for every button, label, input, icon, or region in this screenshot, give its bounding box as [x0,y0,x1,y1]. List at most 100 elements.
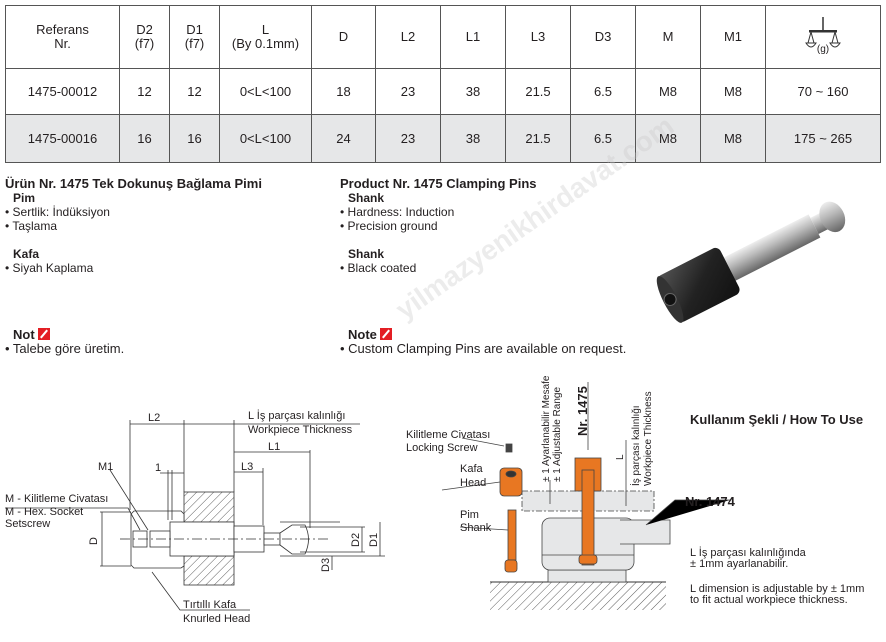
list-item: • Sertlik: İndüksiyon [5,205,110,219]
cell: 16 [119,114,170,163]
label-d2: D2 [350,533,362,547]
cell: 16 [169,114,220,163]
list-item: • Precision ground [340,219,438,233]
cell: 23 [375,68,441,115]
header-d2: D2(f7) [119,5,170,69]
cell: 175 ~ 265 [765,114,881,163]
list-item: • Siyah Kaplama [5,261,94,275]
label-one: 1 [155,462,161,474]
header-text: Referans [36,22,89,37]
header-d: D [311,5,376,69]
header-l3: L3 [505,5,571,69]
label-nr1475: Nr. 1475 [575,386,590,436]
header-d1: D1(f7) [169,5,220,69]
note-en: Note • Custom Clamping Pins are availabl… [340,328,626,356]
cell: 70 ~ 160 [765,68,881,115]
header-l2: L2 [375,5,441,69]
header-m: M [635,5,701,69]
note-heading: Not [13,327,35,342]
label-d1: D1 [368,533,380,547]
scale-icon: (g) [805,16,841,55]
list-item: • Taşlama [5,219,58,233]
cell: 38 [440,114,506,163]
cell: M8 [635,68,701,115]
pencil-icon [379,328,392,340]
pencil-icon [37,328,50,340]
cell: 1475-00016 [5,114,120,163]
product-photo [656,201,846,323]
header-text: (By 0.1mm) [231,36,300,51]
desc-en-2: to fit actual workpiece thickness. [690,594,848,606]
description-en: Product Nr. 1475 Clamping Pins Shank • H… [340,176,660,276]
label-l1: L1 [268,441,280,453]
label-lock-tr: Kilitleme Civatası [406,429,490,441]
section-heading: Kafa [13,247,40,261]
cell: 23 [375,114,441,163]
label-head-en: Head [460,477,486,489]
cell: 12 [119,68,170,115]
header-text: L [261,22,270,37]
label-wt-tr: İş parçası kalınlığı [629,405,642,486]
list-item: • Black coated [340,261,417,275]
label-m-en: M - Hex. Socket [5,506,83,518]
header-text: D2 [136,22,153,37]
label-lock-en: Locking Screw [406,442,478,454]
note-text: • Custom Clamping Pins are available on … [340,341,627,356]
label-m-tr: M - Kilitleme Civatası [5,493,108,505]
label-wt-en: Workpiece Thickness [643,391,654,486]
note-heading: Note [348,327,377,342]
label-head-tr: Kafa [460,463,484,475]
cell: 0<L<100 [219,68,312,115]
label-l-en: Workpiece Thickness [248,424,353,436]
desc-tr-2: ± 1mm ayarlanabilir. [690,558,788,570]
label-head-tr: Tırtıllı Kafa [183,599,237,611]
dimension-drawing: L2 L İş parçası kalınlığı Workpiece Thic… [5,409,385,625]
label-l3: L3 [241,461,253,473]
label-l: L [615,454,626,460]
list-item: • Hardness: Induction [340,205,455,219]
header-text: (f7) [184,36,205,51]
label-m1: M1 [98,461,113,473]
how-to-use-title: Kullanım Şekli / How To Use [690,412,863,427]
cell: 38 [440,68,506,115]
label-pin-tr: Pim [460,509,479,521]
cell: 0<L<100 [219,114,312,163]
how-to-use-drawing: Kilitleme Civatası Locking Screw Kafa He… [406,375,864,610]
header-text: Nr. [54,36,71,51]
header-weight: (g) [765,5,881,69]
note-text: • Talebe göre üretim. [5,341,125,356]
header-text: (f7) [134,36,155,51]
cell: 24 [311,114,376,163]
cell: M8 [700,68,766,115]
cell: 12 [169,68,220,115]
cell: 21.5 [505,114,571,163]
cell: M8 [700,114,766,163]
cell: 6.5 [570,114,636,163]
header-m1: M1 [700,5,766,69]
header-text: D1 [186,22,203,37]
label-m-en2: Setscrew [5,518,50,530]
product-title-en: Product Nr. 1475 Clamping Pins [340,176,537,191]
section-heading: Pim [13,191,36,205]
label-head-en: Knurled Head [183,613,250,625]
cell: 1475-00012 [5,68,120,115]
cell: 21.5 [505,68,571,115]
header-d3: D3 [570,5,636,69]
product-title-tr: Ürün Nr. 1475 Tek Dokunuş Bağlama Pimi [5,176,262,191]
cell: 6.5 [570,68,636,115]
header-l: L(By 0.1mm) [219,5,312,69]
header-l1: L1 [440,5,506,69]
label-adj-en: ± 1 Adjustable Range [552,387,563,482]
section-heading: Shank [348,247,385,261]
label-l-tr: L İş parçası kalınlığı [248,409,345,422]
label-adj-tr: ± 1 Ayarlanabilir Mesafe [541,375,552,482]
cell: 18 [311,68,376,115]
label-l2: L2 [148,412,160,424]
description-tr: Ürün Nr. 1475 Tek Dokunuş Bağlama Pimi P… [5,176,325,276]
section-heading: Shank [348,191,385,205]
